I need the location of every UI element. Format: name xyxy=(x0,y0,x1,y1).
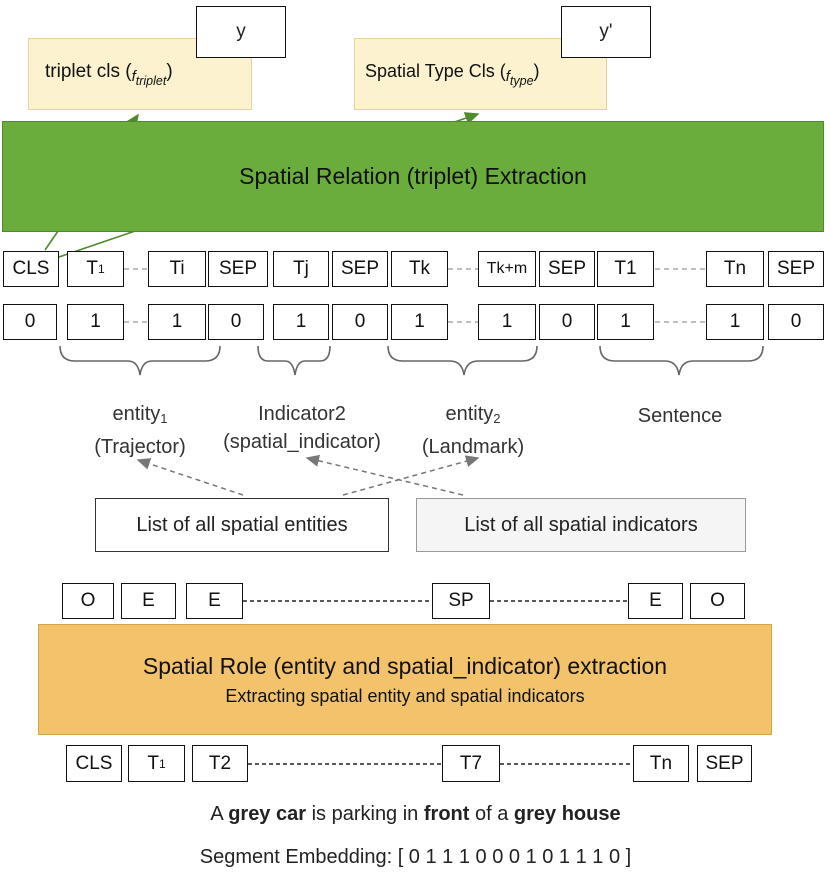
input-token-2: T2 xyxy=(192,745,248,782)
triplet-token-11: SEP xyxy=(768,251,824,287)
triplet-classifier-label: triplet cls (ftriplet) xyxy=(45,60,173,88)
group-sentence: Sentence xyxy=(637,405,723,427)
triplet-token-0: CLS xyxy=(3,251,59,287)
triplet-extraction-title: Spatial Relation (triplet) Extraction xyxy=(239,163,587,189)
spatial-role-band: Spatial Role (entity and spatial_indicat… xyxy=(38,624,772,735)
segment-id-10: 1 xyxy=(706,304,764,340)
triplet-token-9: T1 xyxy=(597,251,654,287)
triplet-extraction-band: Spatial Relation (triplet) Extraction xyxy=(2,121,824,232)
segment-id-7: 1 xyxy=(478,304,536,340)
spatial-entities-list-label: List of all spatial entities xyxy=(136,513,348,536)
y-prime-label-box: y' xyxy=(561,6,651,58)
segment-id-5: 0 xyxy=(332,304,388,340)
segment-id-2: 1 xyxy=(148,304,206,340)
spatial-entities-list-box: List of all spatial entities xyxy=(95,498,389,552)
triplet-token-3: SEP xyxy=(208,251,268,287)
triplet-token-8: SEP xyxy=(539,251,595,287)
role-label-1: E xyxy=(121,583,176,619)
segment-id-0: 0 xyxy=(3,304,57,340)
spatial-indicators-list-box: List of all spatial indicators xyxy=(416,498,746,552)
spatial-role-title: Spatial Role (entity and spatial_indicat… xyxy=(142,652,668,679)
segment-id-9: 1 xyxy=(597,304,654,340)
role-label-5: O xyxy=(690,583,745,619)
role-label-0: O xyxy=(62,583,114,619)
triplet-token-5: SEP xyxy=(332,251,388,287)
group-entity1: entity1 (Trajector) xyxy=(94,403,186,458)
segment-id-6: 1 xyxy=(391,304,448,340)
y-prime-label: y' xyxy=(599,21,613,42)
triplet-token-10: Tn xyxy=(706,251,764,287)
segment-id-4: 1 xyxy=(273,304,329,340)
segment-id-8: 0 xyxy=(539,304,595,340)
role-label-2: E xyxy=(186,583,243,619)
spatial-role-subtitle: Extracting spatial entity and spatial in… xyxy=(225,685,585,706)
input-token-3: T7 xyxy=(442,745,500,782)
type-classifier-label: Spatial Type Cls (ftype) xyxy=(365,60,540,88)
segment-id-1: 1 xyxy=(67,304,124,340)
segment-id-11: 0 xyxy=(768,304,824,340)
group-entity2: entity2 (Landmark) xyxy=(421,403,525,458)
triplet-token-6: Tk xyxy=(391,251,448,287)
y-label: y xyxy=(236,21,246,42)
triplet-token-2: Ti xyxy=(148,251,206,287)
input-token-0: CLS xyxy=(66,745,122,782)
input-token-4: Tn xyxy=(633,745,689,782)
y-label-box: y xyxy=(196,6,286,58)
triplet-token-4: Tj xyxy=(273,251,329,287)
role-label-3: SP xyxy=(432,583,490,619)
list-arrows xyxy=(136,454,480,496)
triplet-token-7: Tk+m xyxy=(478,251,536,287)
group-indicator: Indicator2 (spatial_indicator) xyxy=(223,403,381,453)
example-sentence: A grey car is parking in front of a grey… xyxy=(210,803,621,825)
role-label-4: E xyxy=(628,583,683,619)
input-token-5: SEP xyxy=(697,745,752,782)
segment-embedding-caption: Segment Embedding: [ 0 1 1 1 0 0 0 1 0 1… xyxy=(199,846,632,868)
segment-id-3: 0 xyxy=(208,304,264,340)
group-braces xyxy=(59,345,764,376)
spatial-indicators-list-label: List of all spatial indicators xyxy=(464,513,698,536)
